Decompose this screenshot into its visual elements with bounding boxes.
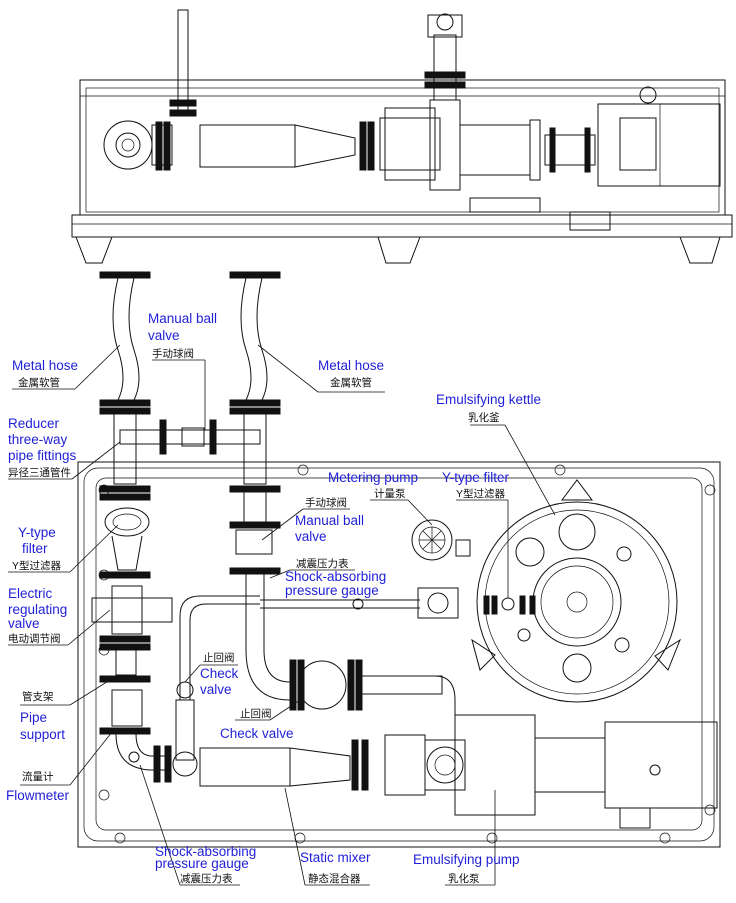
elevation-view bbox=[71, 9, 733, 264]
label-en-3: pipe fittings bbox=[8, 448, 77, 463]
label-y-filter-right: Y-type filter Y型过滤器 bbox=[442, 470, 510, 500]
label-en: Flowmeter bbox=[6, 788, 70, 803]
label-zh: 手动球阀 bbox=[305, 496, 347, 509]
label-en: Y-type filter bbox=[442, 470, 510, 485]
label-en-1: Manual ball bbox=[148, 311, 217, 326]
label-zh: Y型过滤器 bbox=[12, 559, 62, 572]
label-static-mixer: Static mixer 静态混合器 bbox=[300, 850, 371, 885]
label-emulsifying-pump: Emulsifying pump 乳化泵 bbox=[413, 852, 520, 885]
label-en-2: filter bbox=[22, 541, 48, 556]
label-zh: 减震压力表 bbox=[296, 557, 349, 570]
label-en-1: Shock-absorbing bbox=[155, 844, 256, 859]
label-en-2: valve bbox=[200, 682, 232, 697]
label-zh: 计量泵 bbox=[374, 487, 406, 500]
label-pipe-support: 管支架 Pipe support bbox=[20, 690, 65, 742]
label-metal-hose-left: Metal hose 金属软管 bbox=[12, 358, 78, 389]
label-zh: 乳化釜 bbox=[468, 411, 500, 424]
label-zh: 静态混合器 bbox=[308, 872, 361, 885]
label-en-2: support bbox=[20, 727, 65, 742]
label-en: Emulsifying kettle bbox=[436, 392, 541, 407]
label-en-1: Manual ball bbox=[295, 513, 364, 528]
label-shock-gauge-mid: 减震压力表 Shock-absorbing pressure gauge bbox=[285, 557, 386, 598]
label-en: Check valve bbox=[220, 726, 294, 741]
label-metal-hose-right: Metal hose 金属软管 bbox=[318, 358, 384, 389]
label-zh: 乳化泵 bbox=[448, 872, 480, 885]
label-en: Emulsifying pump bbox=[413, 852, 520, 867]
label-zh: 止回阀 bbox=[240, 707, 272, 720]
label-zh: 电动调节阀 bbox=[8, 632, 61, 645]
label-zh: 金属软管 bbox=[18, 376, 60, 389]
label-manual-ball-valve-top: Manual ball valve 手动球阀 bbox=[148, 311, 217, 360]
label-zh: 流量计 bbox=[22, 770, 54, 783]
label-en-1: Pipe bbox=[20, 710, 47, 725]
label-en-1: Reducer bbox=[8, 416, 60, 431]
label-y-filter-left: Y-type filter Y型过滤器 bbox=[12, 525, 62, 572]
label-emulsifying-kettle: Emulsifying kettle 乳化釜 bbox=[436, 392, 541, 424]
leader-lines bbox=[8, 344, 556, 886]
label-flowmeter: 流量计 Flowmeter bbox=[6, 770, 70, 803]
label-en-2: three-way bbox=[8, 432, 68, 447]
label-en-2: valve bbox=[148, 328, 180, 343]
label-en: Metal hose bbox=[318, 358, 384, 373]
label-en-1: Shock-absorbing bbox=[285, 569, 386, 584]
label-en: Metal hose bbox=[12, 358, 78, 373]
label-en: Metering pump bbox=[328, 470, 418, 485]
label-en-1: Check bbox=[200, 666, 239, 681]
label-en: Static mixer bbox=[300, 850, 371, 865]
label-en-1: Electric bbox=[8, 586, 53, 601]
label-en-2: valve bbox=[295, 529, 327, 544]
label-zh: Y型过滤器 bbox=[456, 487, 506, 500]
label-zh: 金属软管 bbox=[330, 376, 372, 389]
label-zh: 手动球阀 bbox=[152, 347, 194, 360]
label-check-valve-mid: 止回阀 Check valve bbox=[220, 707, 294, 741]
label-en-3: valve bbox=[8, 616, 40, 631]
label-en-2: pressure gauge bbox=[155, 856, 249, 871]
label-electric-valve: Electric regulating valve 电动调节阀 bbox=[8, 586, 67, 645]
label-shock-gauge-bottom: Shock-absorbing pressure gauge 减震压力表 bbox=[155, 844, 256, 885]
label-metering-pump: Metering pump 计量泵 bbox=[328, 470, 418, 500]
plan-view bbox=[77, 271, 721, 848]
label-reducer-tee: Reducer three-way pipe fittings 异径三通管件 bbox=[8, 416, 77, 479]
label-zh: 异径三通管件 bbox=[8, 466, 71, 479]
label-en-2: pressure gauge bbox=[285, 583, 379, 598]
label-manual-ball-valve-mid: 手动球阀 Manual ball valve bbox=[295, 496, 364, 544]
label-zh: 止回阀 bbox=[203, 651, 235, 664]
label-zh: 管支架 bbox=[22, 690, 54, 703]
label-zh: 减震压力表 bbox=[180, 872, 233, 885]
label-en-2: regulating bbox=[8, 602, 67, 617]
label-check-valve-left: 止回阀 Check valve bbox=[200, 651, 239, 697]
label-en-1: Y-type bbox=[18, 525, 56, 540]
